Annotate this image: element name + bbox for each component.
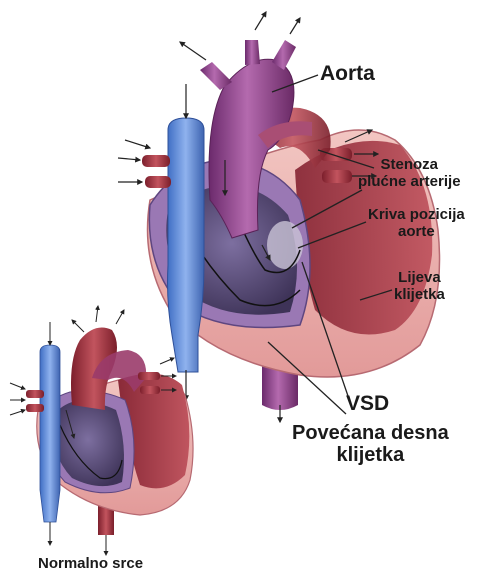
small-normal-heart [10,306,193,555]
pulmonary-vein-small-3 [138,372,160,380]
aorta-branch-2 [245,40,260,65]
pulmonary-vein-left-2 [145,176,171,188]
pulmonary-vein-right-2 [322,170,352,183]
superior-vena-cava-large [168,118,205,372]
label-pulmonary-stenosis-line1: Stenoza [358,157,461,174]
pulmonary-vein-left-1 [142,155,170,167]
pulmonary-vein-small-4 [140,386,160,394]
label-aorta-malposition-line1: Kriva pozicija [368,207,465,224]
label-left-ventricle: Lijeva klijetka [394,270,445,304]
label-enlarged-right-ventricle-line1: Povećana desna [292,422,449,444]
label-aorta: Aorta [320,62,375,86]
label-enlarged-right-ventricle-line2: klijetka [292,444,449,466]
label-normal-heart: Normalno srce [38,556,143,573]
vsd-opening [267,221,303,269]
label-vsd: VSD [346,392,389,416]
pulmonary-vein-small-2 [26,404,44,412]
label-aorta-malposition-line2: aorte [368,224,465,241]
pulmonary-vein-small-1 [26,390,44,398]
label-pulmonary-stenosis: Stenoza plućne arterije [358,157,461,191]
label-aorta-malposition: Kriva pozicija aorte [368,207,465,241]
label-left-ventricle-line2: klijetka [394,287,445,304]
label-pulmonary-stenosis-line2: plućne arterije [358,174,461,191]
label-left-ventricle-line1: Lijeva [394,270,445,287]
superior-vena-cava-small [40,345,60,522]
label-enlarged-right-ventricle: Povećana desna klijetka [292,422,449,467]
